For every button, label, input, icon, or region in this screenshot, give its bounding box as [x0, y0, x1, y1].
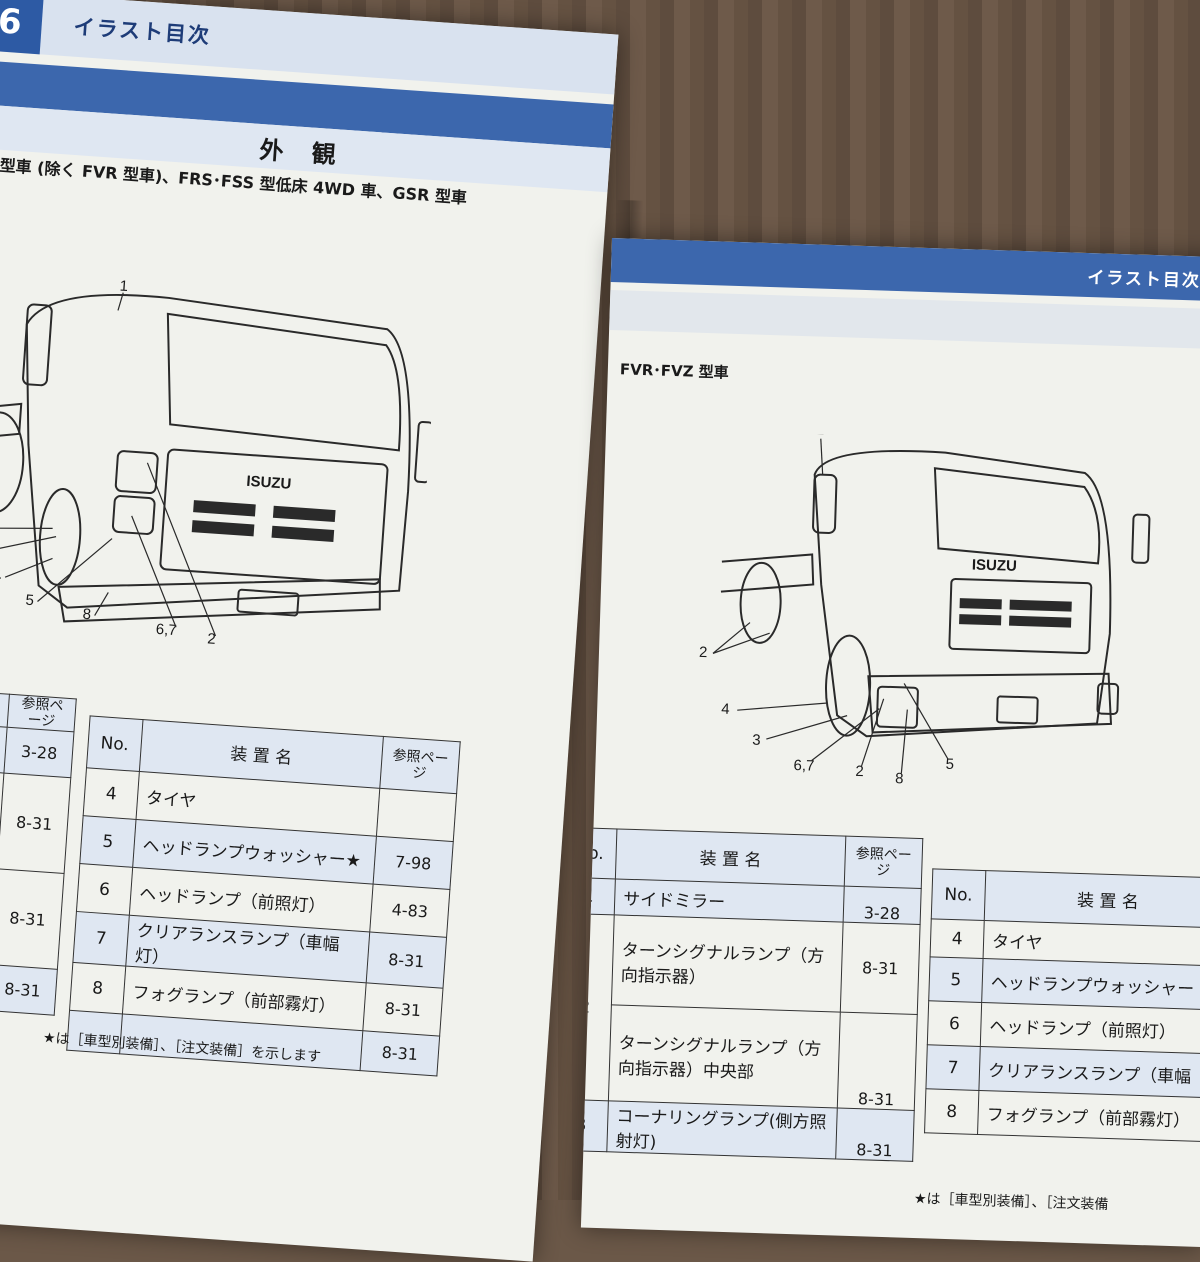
- row-no: 5: [928, 956, 984, 1003]
- row-name: ターンシグナルランプ（方向指示器）: [611, 914, 844, 1013]
- row-no: 6: [76, 863, 133, 916]
- right-subband: [609, 289, 1200, 350]
- callout-r1: 1: [816, 431, 825, 439]
- col-no: No.: [86, 715, 143, 772]
- ref-header: 参照ページ: [7, 694, 77, 732]
- col-name: 装 置 名: [984, 870, 1200, 929]
- row-name: ヘッドランプ（前照灯）: [980, 1002, 1200, 1055]
- row-no: 4: [930, 918, 985, 959]
- col-no: No.: [931, 868, 986, 921]
- col-name: 装 置 名: [615, 828, 846, 887]
- ref-cell: 8-31: [0, 964, 58, 1016]
- brand-text: ISUZU: [246, 473, 292, 493]
- callout-2b: 2: [207, 630, 217, 648]
- callout-r3: 3: [752, 732, 761, 749]
- row-name: ヘッドランプウォッシャー: [981, 958, 1200, 1011]
- right-page: イラスト目次 FVR･FVZ 型車 ISUZU 1 2 4 3: [580, 238, 1200, 1247]
- row-ref: 8-31: [840, 922, 921, 1015]
- right-model-caption: FVR･FVZ 型車: [619, 360, 729, 382]
- callout-4: 4: [0, 567, 2, 585]
- truck-illustration-left: ISUZU 1 2 3 4 5 8 6,7 2: [0, 277, 434, 648]
- callout-r4: 4: [721, 701, 730, 718]
- row-no: 8: [69, 962, 126, 1014]
- row-no: 5: [79, 815, 137, 868]
- right-header-title: イラスト目次: [1086, 267, 1200, 292]
- section-title: 外 観: [258, 135, 347, 170]
- callout-r2b: 2: [855, 763, 864, 780]
- row-ref: 8-31: [837, 1012, 918, 1111]
- callout-r5: 5: [945, 756, 954, 773]
- ref-cell: 8-31: [0, 773, 71, 874]
- row-no: 7: [72, 911, 130, 967]
- ref-cell: 8-31: [0, 868, 65, 970]
- row-ref: 3-28: [843, 886, 922, 925]
- col-ref: 参照ページ: [379, 736, 461, 794]
- row-name: コーナリングランプ(側方照射灯): [606, 1100, 838, 1159]
- callout-8: 8: [82, 606, 92, 624]
- row-name: フォグランプ（前部霧灯）: [977, 1090, 1200, 1143]
- right-parts-table-a: No. 装 置 名 参照ページ 1サイドミラー3-28 2ターンシグナルランプ（…: [580, 827, 923, 1162]
- callout-6-7: 6,7: [155, 621, 177, 639]
- callout-r8: 8: [895, 770, 904, 787]
- row-ref: [376, 788, 457, 842]
- left-ref-table: 参照ページ 3-28 8-31 8-31 8-31: [0, 688, 77, 1016]
- row-ref: 7-98: [373, 836, 454, 890]
- left-page: 6 イラスト目次 外 観 R 型車 (除く FVR 型車)、FRS･FSS 型低…: [0, 0, 619, 1262]
- row-ref: 8-31: [362, 982, 443, 1037]
- row-name: クリアランスランプ（車幅: [978, 1046, 1200, 1099]
- col-ref: 参照ページ: [844, 836, 923, 889]
- ref-cell: 3-28: [4, 727, 74, 778]
- right-footnote: ★は［車型別装備］、［注文装備: [913, 1190, 1109, 1214]
- page-number: 6: [0, 0, 44, 55]
- row-no: 4: [83, 767, 140, 820]
- row-no: 3: [580, 1099, 609, 1152]
- row-ref-extra: 8-31: [360, 1030, 440, 1077]
- brand-text-right: ISUZU: [972, 556, 1018, 574]
- row-no: 8: [924, 1088, 979, 1135]
- left-header-title: イラスト目次: [72, 14, 212, 49]
- row-ref: 4-83: [369, 884, 450, 938]
- row-name: ターンシグナルランプ（方向指示器）中央部: [608, 1004, 841, 1109]
- row-ref: 8-31: [835, 1108, 915, 1162]
- row-no: 6: [927, 1000, 982, 1047]
- callout-5: 5: [25, 592, 35, 610]
- row-no: 7: [925, 1044, 981, 1091]
- callout-r6-7: 6,7: [793, 757, 814, 775]
- row-ref: 8-31: [366, 931, 447, 989]
- callout-r2: 2: [699, 644, 708, 661]
- truck-illustration-right: ISUZU 1 2 4 3 6,7 2 8 5: [699, 431, 1151, 787]
- callout-1: 1: [119, 277, 129, 295]
